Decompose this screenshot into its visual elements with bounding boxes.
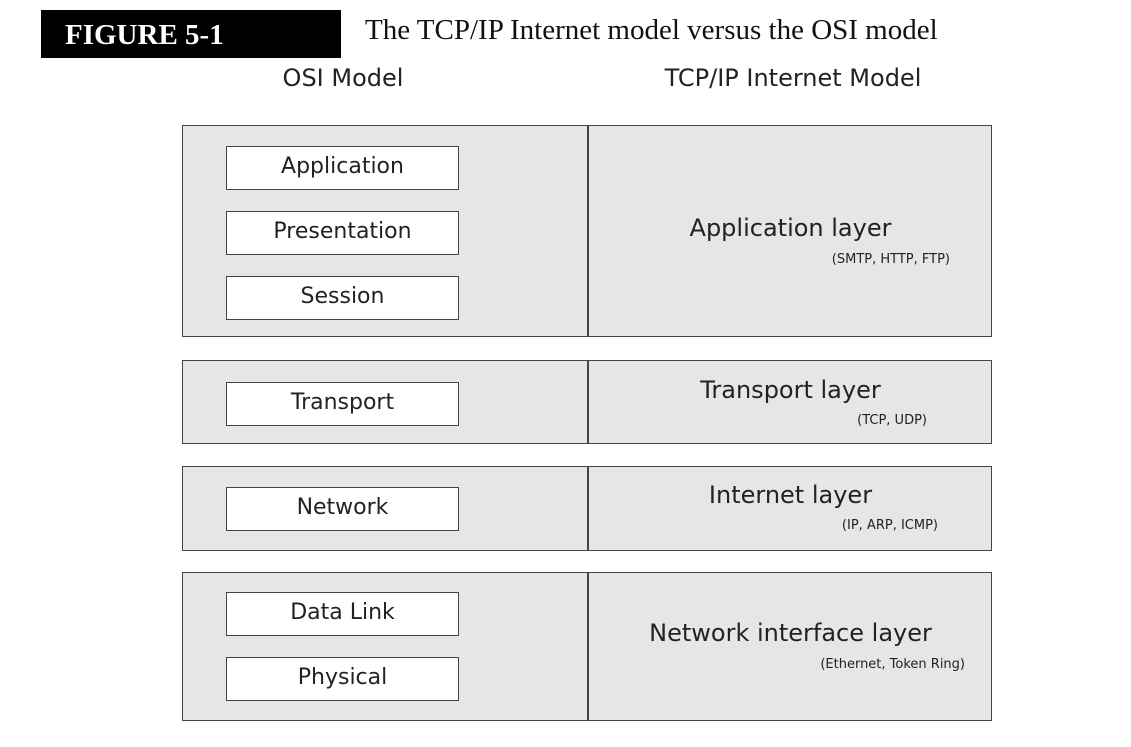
figure-label: FIGURE 5-1 [41, 10, 341, 58]
osi-layer-network: Network [226, 487, 459, 531]
column-divider [587, 573, 589, 720]
tcpip-layer-name: Internet layer [708, 481, 873, 509]
osi-layer-application: Application [226, 146, 459, 190]
column-divider [587, 467, 589, 550]
protocol-list: (TCP, UDP) [857, 413, 927, 428]
internet-group: Internet layer (IP, ARP, ICMP) [182, 466, 992, 551]
protocol-list: (Ethernet, Token Ring) [820, 657, 965, 672]
protocol-list: (IP, ARP, ICMP) [841, 518, 938, 533]
tcpip-layer-name: Application layer [689, 214, 892, 242]
osi-layer-physical: Physical [226, 657, 459, 701]
osi-layer-transport: Transport [226, 382, 459, 426]
tcpip-column-header: TCP/IP Internet Model [664, 64, 922, 92]
osi-layer-presentation: Presentation [226, 211, 459, 255]
protocol-list: (SMTP, HTTP, FTP) [831, 252, 950, 267]
tcpip-layer-name: Network interface layer [649, 619, 932, 647]
column-divider [587, 361, 589, 443]
figure-title: The TCP/IP Internet model versus the OSI… [365, 14, 938, 46]
column-divider [587, 126, 589, 336]
osi-layer-data-link: Data Link [226, 592, 459, 636]
osi-column-header: OSI Model [282, 64, 404, 92]
osi-layer-session: Session [226, 276, 459, 320]
tcpip-layer-name: Transport layer [700, 376, 881, 404]
